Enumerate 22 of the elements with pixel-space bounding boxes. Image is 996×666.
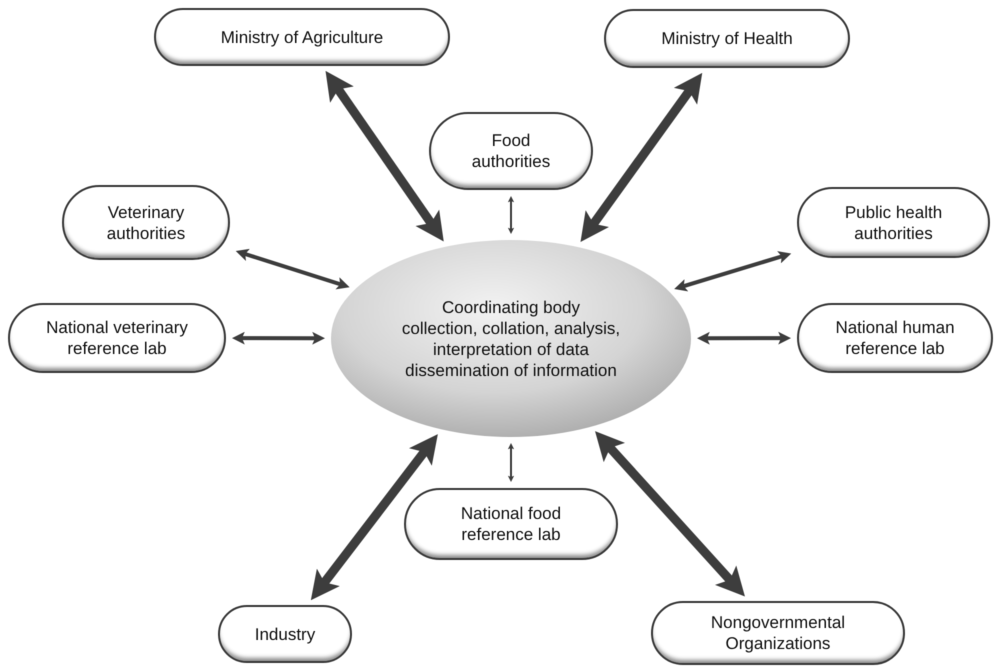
node-label: National human reference lab [835,318,955,358]
node-label: Industry [254,624,316,644]
double-arrow [326,70,444,242]
double-arrow [674,251,792,292]
hub-description: collection, collation, analysis, interpretation of data dissemination of information [400,318,622,380]
double-arrow [580,72,702,242]
node-label: Ministry of Health [661,29,793,48]
double-arrow [236,248,350,290]
double-arrow [232,332,325,345]
node-label: Public health authorities [844,202,942,242]
double-arrow [508,443,514,482]
double-arrow [595,431,745,597]
node-label: Nongovernmental Organizations [710,613,846,653]
node-label: Ministry of Agriculture [220,28,384,46]
node-label: National veterinary reference lab [46,318,188,358]
node-label: Food authorities [472,131,550,171]
double-arrow [508,196,514,234]
node-label: National food reference lab [460,504,562,544]
hub-title: Coordinating body [442,296,580,318]
double-arrow [697,332,791,345]
double-arrow [310,434,438,600]
node-label: Veterinary authorities [106,202,186,242]
